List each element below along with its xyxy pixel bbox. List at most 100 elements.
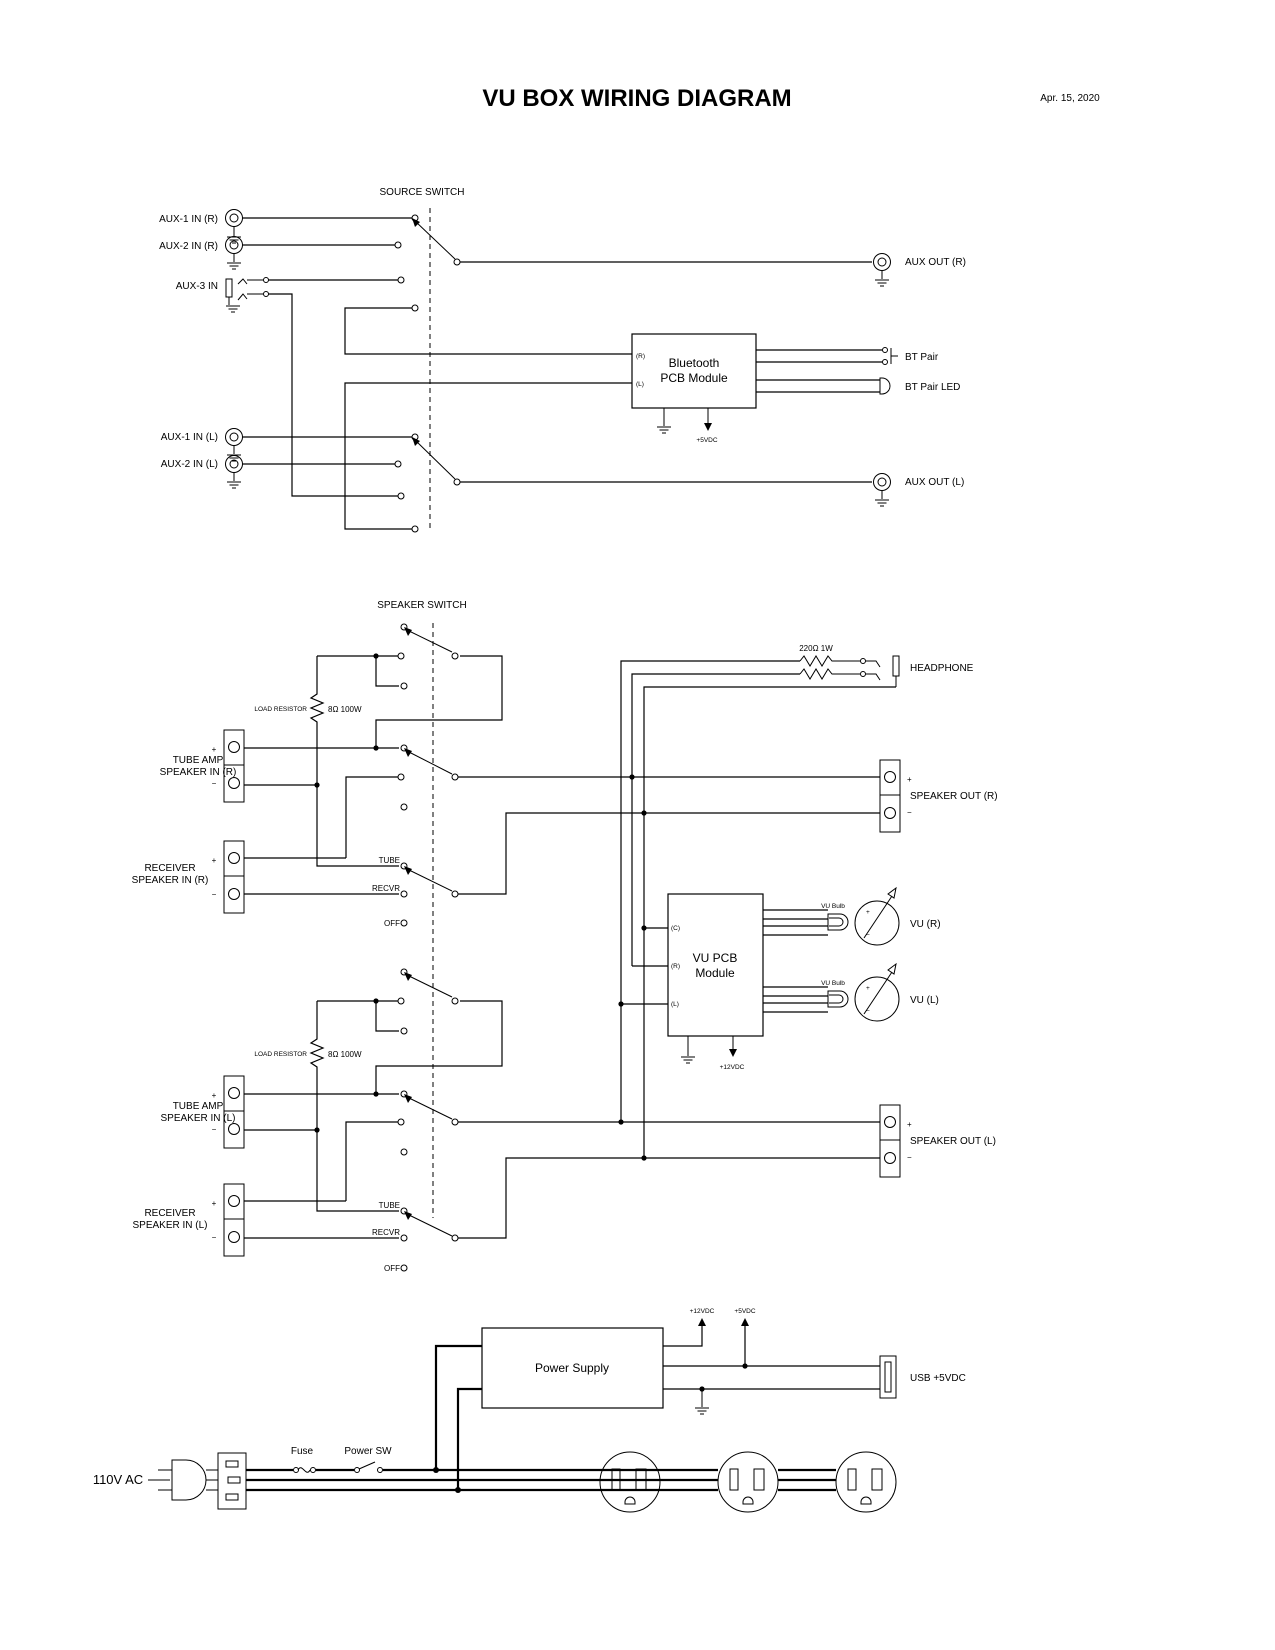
receiver-r-terminals [223, 840, 245, 914]
bt-pair-led-label: BT Pair LED [905, 382, 960, 393]
speaker-section: SPEAKER SWITCH TUBE AMP SPEAKER IN (R) +… [132, 600, 998, 1273]
diagram-title: VU BOX WIRING DIAGRAM [482, 85, 791, 112]
vu-pin-c: (C) [671, 925, 680, 932]
receiver-l-line2: SPEAKER IN (L) [132, 1220, 207, 1231]
headphone-jack [892, 655, 900, 677]
headphone-label: HEADPHONE [910, 663, 974, 674]
load-resistor-l-label: LOAD RESISTOR [254, 1051, 307, 1058]
vu-pin-l: (L) [671, 1001, 679, 1008]
receiver-r-line1: RECEIVER [144, 863, 195, 874]
bt-pair-label: BT Pair [905, 352, 939, 363]
tube-amp-r-line2: SPEAKER IN (R) [160, 767, 237, 778]
aux1-r-jack [225, 209, 243, 227]
bluetooth-pcb-module [631, 333, 757, 409]
vu-bulb-r [827, 913, 849, 931]
aux3-label: AUX-3 IN [176, 281, 218, 292]
receiver-l-line1: RECEIVER [144, 1208, 195, 1219]
pos-off-r: OFF [384, 919, 400, 928]
speaker-out-l-plus: + [907, 1120, 912, 1129]
fuse-label: Fuse [291, 1446, 314, 1457]
fuse [297, 1467, 311, 1473]
aux-out-r-label: AUX OUT (R) [905, 257, 966, 268]
tube-amp-r-minus: − [212, 779, 217, 788]
vu-bulb-l-label: VU Bulb [821, 980, 845, 987]
tube-amp-l-plus: + [212, 1091, 217, 1100]
vu-module-line2: Module [695, 966, 735, 980]
power-switch [358, 1461, 376, 1470]
vu-pcb-module [667, 893, 764, 1037]
pos-recvr-l: RECVR [372, 1228, 400, 1237]
bt-pair-led [879, 377, 891, 395]
svg-text:+: + [866, 985, 870, 992]
svg-text:+: + [866, 909, 870, 916]
vu-r-label: VU (R) [910, 919, 941, 930]
bluetooth-module-line2: PCB Module [660, 371, 728, 385]
tube-amp-l-terminals [223, 1075, 245, 1149]
receiver-r-line2: SPEAKER IN (R) [132, 875, 209, 886]
load-resistor-r-value: 8Ω 100W [328, 705, 362, 714]
vu-module-line1: VU PCB [693, 951, 738, 965]
aux2-r-jack [225, 236, 243, 254]
pos-off-l: OFF [384, 1264, 400, 1273]
pos-tube-l: TUBE [379, 1201, 400, 1210]
ac-input-label: 110V AC [93, 1472, 143, 1487]
power-sw-label: Power SW [344, 1446, 392, 1457]
receiver-l-terminals [223, 1183, 245, 1257]
outlet-2 [717, 1451, 779, 1513]
aux3-jack [225, 278, 233, 298]
source-switch-label: SOURCE SWITCH [380, 187, 465, 198]
receiver-l-plus: + [212, 1199, 217, 1208]
diagram-date: Apr. 15, 2020 [1040, 93, 1100, 104]
vu-bulb-l [827, 990, 849, 1008]
speaker-out-r-plus: + [907, 775, 912, 784]
speaker-out-l-minus: − [907, 1153, 912, 1162]
speaker-out-l-label: SPEAKER OUT (L) [910, 1136, 996, 1147]
bluetooth-5vdc-label: +5VDC [696, 437, 717, 444]
load-resistor-r-label: LOAD RESISTOR [254, 706, 307, 713]
speaker-out-r-terminals [879, 759, 901, 833]
pos-recvr-r: RECVR [372, 884, 400, 893]
speaker-out-r-minus: − [907, 808, 912, 817]
hp-resistor-label: 220Ω 1W [799, 644, 833, 653]
vu-pin-r: (R) [671, 963, 680, 970]
receiver-l-minus: − [212, 1233, 217, 1242]
aux1-l-label: AUX-1 IN (L) [161, 432, 218, 443]
power-supply-label: Power Supply [535, 1361, 609, 1375]
power-12vdc-label: +12VDC [690, 1308, 715, 1315]
outlet-1 [599, 1451, 661, 1513]
vu-l-label: VU (L) [910, 995, 939, 1006]
speaker-out-l-terminals [879, 1104, 901, 1178]
load-resistor-l-value: 8Ω 100W [328, 1050, 362, 1059]
tube-amp-r-line1: TUBE AMP [173, 755, 224, 766]
svg-text:−: − [866, 932, 870, 939]
power-section: Power Supply +12VDC +5VDC USB +5VDC 110V… [93, 1308, 966, 1513]
source-section: SOURCE SWITCH AUX-1 IN (R) AUX-2 IN (R) … [159, 187, 966, 533]
tube-amp-l-line2: SPEAKER IN (L) [160, 1113, 235, 1124]
aux-out-r-jack [873, 253, 891, 271]
aux1-l-jack [225, 428, 243, 446]
vu-bulb-r-label: VU Bulb [821, 903, 845, 910]
vu-meter-l [854, 976, 900, 1022]
vu-12vdc-label: +12VDC [720, 1064, 745, 1071]
receiver-r-plus: + [212, 856, 217, 865]
power-5vdc-label: +5VDC [734, 1308, 755, 1315]
tube-amp-r-plus: + [212, 745, 217, 754]
speaker-out-r-label: SPEAKER OUT (R) [910, 791, 998, 802]
ac-plug [171, 1459, 207, 1501]
vu-meter-r [854, 900, 900, 946]
bluetooth-pin-r: (R) [636, 353, 645, 360]
outlet-3 [835, 1451, 897, 1513]
tube-amp-r-terminals [223, 729, 245, 803]
aux2-r-label: AUX-2 IN (R) [159, 241, 218, 252]
tube-amp-l-line1: TUBE AMP [173, 1101, 224, 1112]
aux2-l-label: AUX-2 IN (L) [161, 459, 218, 470]
usb-port [879, 1355, 897, 1399]
pos-tube-r: TUBE [379, 856, 400, 865]
aux1-r-label: AUX-1 IN (R) [159, 214, 218, 225]
tube-amp-l-minus: − [212, 1125, 217, 1134]
aux-out-l-label: AUX OUT (L) [905, 477, 964, 488]
speaker-switch-label: SPEAKER SWITCH [377, 600, 466, 611]
aux-out-l-jack [873, 473, 891, 491]
usb-label: USB +5VDC [910, 1373, 966, 1384]
